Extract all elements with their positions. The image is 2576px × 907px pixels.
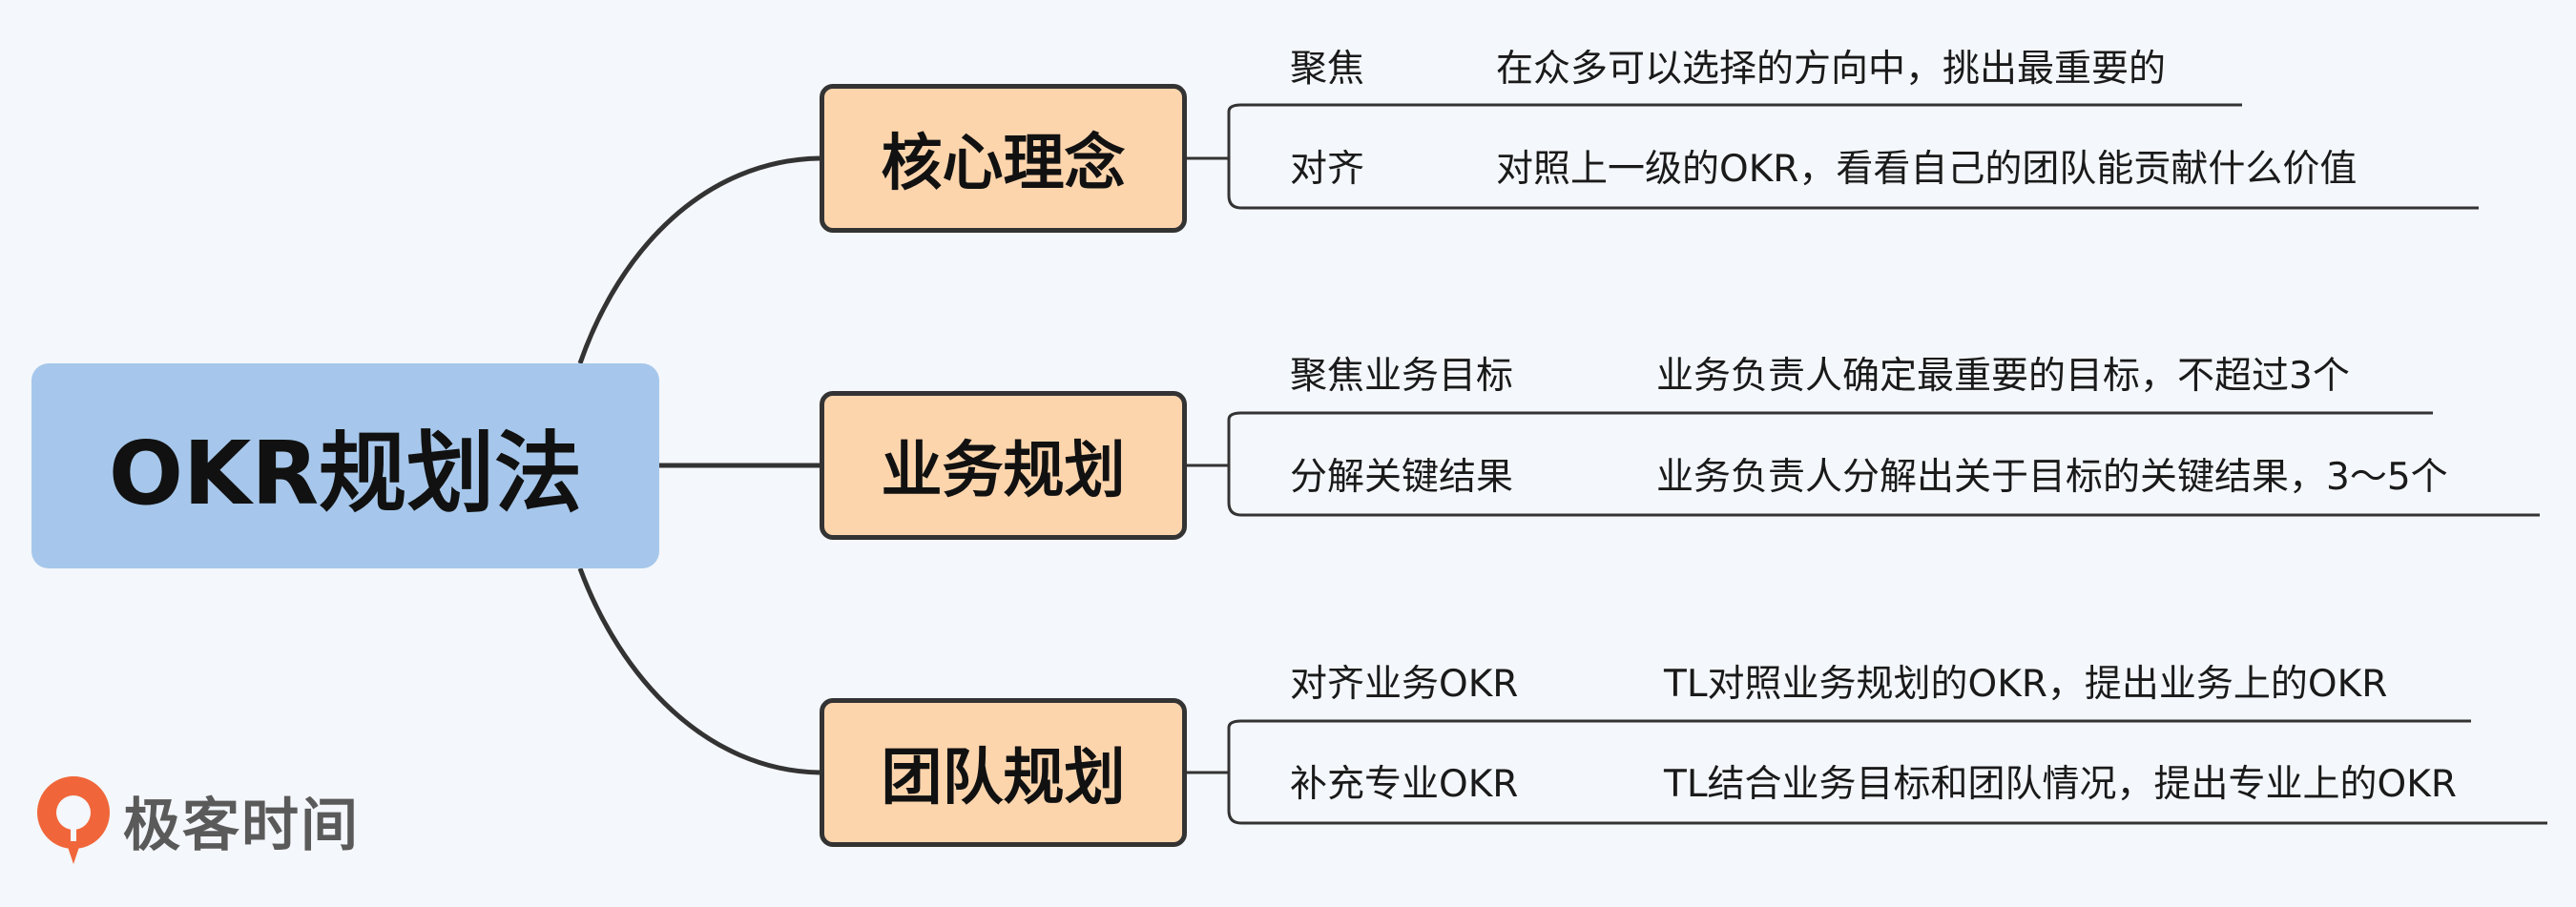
root-node: OKR规划法 [31,363,659,568]
leaf-description: 在众多可以选择的方向中，挑出最重要的 [1496,48,2167,91]
leaf-label: 分解关键结果 [1290,456,1514,499]
connector-root-branch-3 [577,567,821,775]
leaf-description: TL结合业务目标和团队情况，提出专业上的OKR [1664,763,2457,806]
leaf-label: 聚焦 [1290,48,1365,91]
leaf-label: 对齐 [1290,148,1365,191]
geektime-logo: 极客时间 [33,773,360,868]
leaf-description: 业务负责人分解出关于目标的关键结果，3～5个 [1656,456,2448,499]
leaf-label: 聚焦业务目标 [1290,355,1514,398]
leaf-label: 补充专业OKR [1290,763,1519,806]
branch-node-core-concept: 核心理念 [820,84,1187,233]
connector-root-branch-1 [577,155,821,364]
logo-text: 极客时间 [123,792,360,859]
branch-node-business-planning: 业务规划 [820,391,1187,540]
geektime-logo-icon [37,776,110,864]
leaf-description: 业务负责人确定最重要的目标，不超过3个 [1656,355,2350,398]
leaf-label: 对齐业务OKR [1290,663,1519,706]
leaf-description: 对照上一级的OKR，看看自己的团队能贡献什么价值 [1496,148,2358,191]
branch-node-team-planning: 团队规划 [820,698,1187,847]
leaf-description: TL对照业务规划的OKR，提出业务上的OKR [1664,663,2388,706]
